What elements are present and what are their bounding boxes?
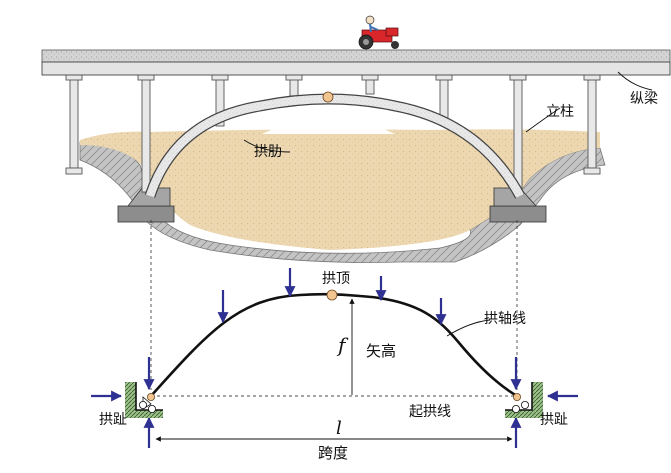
soil-fill [80,129,600,250]
label-longitudinal-beam: 纵梁 [630,91,658,107]
left-abutment [117,205,175,223]
label-crown: 拱顶 [322,271,350,287]
left-support [125,382,163,418]
label-arch-rib: 拱肋 [254,144,282,160]
bridge-illustration: 纵梁 立柱 拱肋 [41,15,671,263]
crown-hinge-schematic [326,289,338,301]
rise-symbol: f [336,333,349,357]
load-arrows [91,268,578,448]
right-abutment [489,205,547,223]
longitudinal-beam-shape [41,61,671,76]
tractor-icon [358,15,399,50]
label-rise: 矢高 [366,342,396,360]
crown-hinge [322,91,334,103]
label-skewback-left: 拱趾 [99,412,127,428]
label-column: 立柱 [546,104,574,120]
span-symbol: l [336,418,342,439]
right-support [505,382,543,418]
bridge-deck [41,49,671,63]
label-arch-axis: 拱轴线 [484,311,526,327]
label-springing-line: 起拱线 [409,404,451,420]
arch-schematic: f 矢高 拱顶 拱轴线 [91,268,578,462]
arch-axis-curve [150,292,518,398]
label-span: 跨度 [318,444,348,462]
crown-light-triangle [262,104,395,134]
label-skewback-right: 拱趾 [540,412,568,428]
